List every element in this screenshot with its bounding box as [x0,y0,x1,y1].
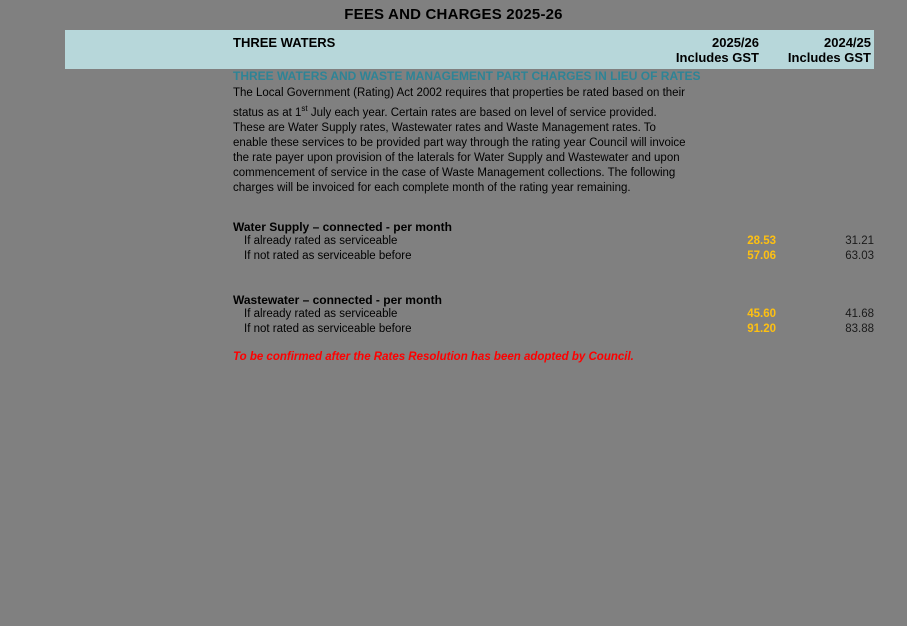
document-body: THREE WATERS AND WASTE MANAGEMENT PART C… [233,0,874,626]
fee-value-2024-25: 31.21 [845,235,874,247]
wastewater-heading: Wastewater – connected - per month [233,293,442,307]
intro-paragraph: The Local Government (Rating) Act 2002 r… [233,86,688,196]
section-title: THREE WATERS [233,35,336,50]
fee-label: If already rated as serviceable [244,308,398,320]
water-supply-heading: Water Supply – connected - per month [233,220,452,234]
intro-text-end: July each year. Certain rates are based … [233,106,686,194]
fee-value-2024-25: 63.03 [845,250,874,262]
fee-value-2025-26: 28.53 [747,235,776,247]
column-year: 2024/25 [824,35,871,50]
table-row: If not rated as serviceable before 57.06… [233,250,874,265]
water-supply-section: Water Supply – connected - per month If … [233,220,874,265]
charges-heading: THREE WATERS AND WASTE MANAGEMENT PART C… [233,69,701,83]
column-year: 2025/26 [712,35,759,50]
column-header-2024-25: 2024/25 Includes GST [767,35,871,65]
fee-value-2025-26: 91.20 [747,323,776,335]
column-gst-note: Includes GST [787,50,871,65]
column-header-2025-26: 2025/26 Includes GST [655,35,759,65]
fee-value-2024-25: 83.88 [845,323,874,335]
fee-label: If not rated as serviceable before [244,250,412,262]
fee-value-2025-26: 57.06 [747,250,776,262]
table-row: If already rated as serviceable 28.53 31… [233,235,874,250]
intro-text-start: The Local Government (Rating) Act 2002 r… [233,87,685,119]
fee-label: If not rated as serviceable before [244,323,412,335]
table-row: If not rated as serviceable before 91.20… [233,323,874,338]
page-title: FEES AND CHARGES 2025-26 [344,6,563,23]
table-row: If already rated as serviceable 45.60 41… [233,308,874,323]
column-gst-note: Includes GST [675,50,759,65]
fee-value-2025-26: 45.60 [747,308,776,320]
fee-label: If already rated as serviceable [244,235,398,247]
confirmation-footnote: To be confirmed after the Rates Resoluti… [233,351,634,363]
table-header-bar: THREE WATERS 2025/26 Includes GST 2024/2… [65,30,874,69]
wastewater-section: Wastewater – connected - per month If al… [233,293,874,338]
year-columns: 2025/26 Includes GST 2024/25 Includes GS… [655,35,871,65]
ordinal-superscript: st [301,104,308,113]
fee-value-2024-25: 41.68 [845,308,874,320]
